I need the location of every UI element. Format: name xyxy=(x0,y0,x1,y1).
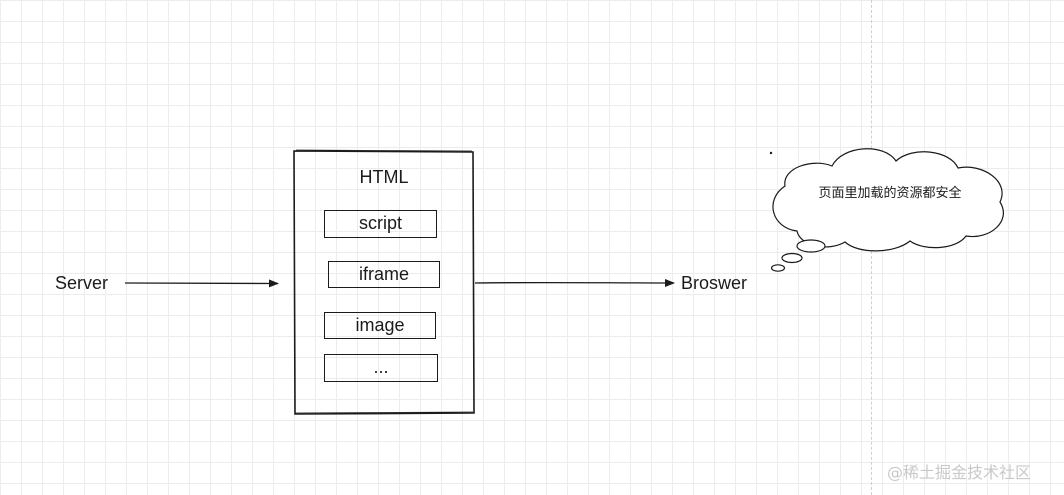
server-label: Server xyxy=(55,273,109,293)
thought-text: 页面里加载的资源都安全 xyxy=(818,186,962,201)
watermark: @稀土掘金技术社区 xyxy=(887,463,1032,482)
arrow-server-to-html xyxy=(124,279,279,288)
item-script: script xyxy=(324,210,437,238)
html-container xyxy=(293,149,475,415)
html-container-title: HTML xyxy=(359,167,409,187)
item-iframe: iframe xyxy=(328,261,440,288)
item-more: ... xyxy=(324,354,438,382)
stray-dot xyxy=(769,151,773,155)
thought-cloud xyxy=(770,148,1004,272)
item-image: image xyxy=(324,312,436,339)
browser-label: Broswer xyxy=(681,273,748,293)
